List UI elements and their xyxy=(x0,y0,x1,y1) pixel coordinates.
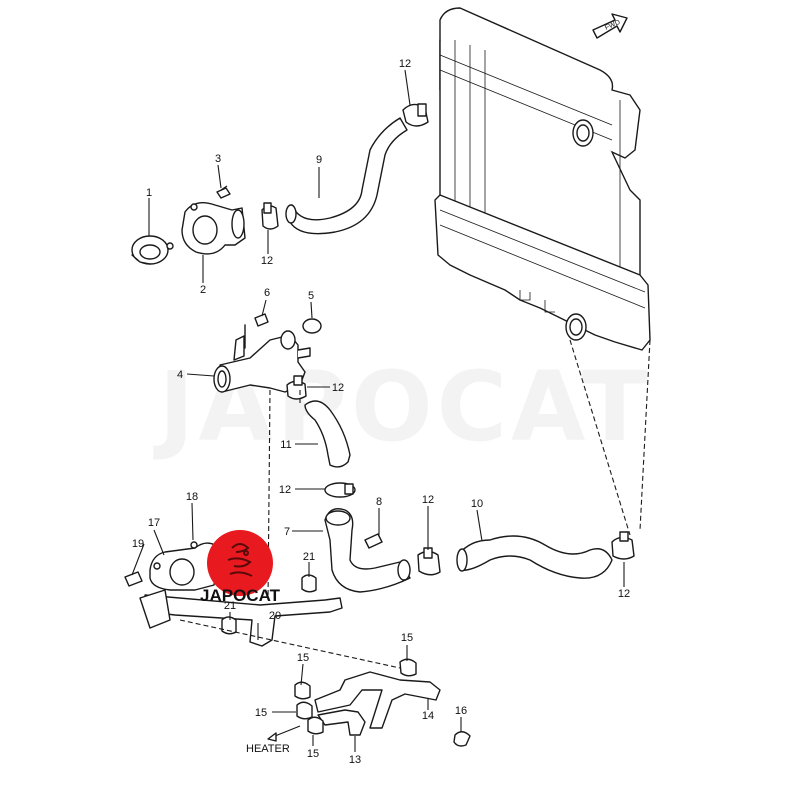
callout-4: 4 xyxy=(177,369,183,381)
callout-12-hose-11: 12 xyxy=(279,484,291,496)
hose-clamp-21-upper xyxy=(301,574,317,593)
callout-19: 19 xyxy=(132,538,144,550)
bolt-19 xyxy=(124,571,143,587)
bolt-3 xyxy=(216,185,231,199)
callout-6: 6 xyxy=(264,287,270,299)
hose-clamp-15-b xyxy=(294,681,311,700)
callout-17: 17 xyxy=(148,517,160,529)
callout-16: 16 xyxy=(455,705,467,717)
water-pipe-7 xyxy=(324,508,411,593)
hose-clamp-upper xyxy=(402,103,429,127)
callout-12-outlet: 12 xyxy=(332,382,344,394)
hose-clamp-21-lower xyxy=(221,616,237,635)
hose-clamp-10-right xyxy=(611,531,635,560)
hose-clamp-7 xyxy=(417,547,441,576)
callout-2: 2 xyxy=(200,284,206,296)
clamp-16 xyxy=(453,731,471,747)
hose-clamp-11-lower xyxy=(324,482,356,498)
callout-9: 9 xyxy=(316,154,322,166)
hose-clamp-15-a xyxy=(399,658,417,677)
callout-11: 11 xyxy=(280,439,291,451)
fwd-arrow-icon: FWD xyxy=(592,13,628,39)
heater-hose-13 xyxy=(317,709,366,736)
thermostat xyxy=(131,235,174,265)
upper-hose-9 xyxy=(285,117,408,235)
water-outlet-pipe xyxy=(213,324,311,393)
bolt-8 xyxy=(364,533,383,549)
lower-hose-10 xyxy=(456,535,613,579)
callout-12-hose-9: 12 xyxy=(261,255,273,267)
callout-1: 1 xyxy=(146,187,152,199)
callout-7: 7 xyxy=(284,526,290,538)
hose-clamp-15-c xyxy=(296,701,313,720)
callout-5: 5 xyxy=(308,290,314,302)
callouts: 1 2 3 4 5 6 7 8 9 10 11 12 12 12 12 12 1… xyxy=(132,58,630,766)
water-inlet-cover xyxy=(149,541,219,591)
hose-clamp-mid xyxy=(286,375,307,400)
callout-15-b: 15 xyxy=(297,652,309,664)
hose-clamp-9-left xyxy=(261,202,279,230)
callout-12-hose-10: 12 xyxy=(618,588,630,600)
radiator xyxy=(434,7,651,351)
logo-emblem-icon xyxy=(227,543,253,577)
callout-12-radiator: 12 xyxy=(399,58,411,70)
callout-15-a: 15 xyxy=(401,632,413,644)
heater-note: HEATER xyxy=(246,743,290,755)
logo-badge xyxy=(207,530,273,596)
heater-hose-14 xyxy=(314,671,441,729)
callout-21-upper: 21 xyxy=(303,551,315,563)
callout-15-c: 15 xyxy=(255,707,267,719)
callout-15-d: 15 xyxy=(307,748,319,760)
callout-12-pipe-7: 12 xyxy=(422,494,434,506)
thermostat-cover xyxy=(181,202,246,255)
heater-pipe-20 xyxy=(139,589,343,647)
callout-10: 10 xyxy=(471,498,483,510)
callout-8: 8 xyxy=(376,496,382,508)
callout-3: 3 xyxy=(215,153,221,165)
japocat-logo: JAPOCAT xyxy=(200,530,281,605)
callout-14: 14 xyxy=(422,710,434,722)
hose-clamp-15-d xyxy=(307,716,324,735)
callout-20: 20 xyxy=(269,610,281,622)
o-ring-5 xyxy=(302,318,322,334)
callout-18: 18 xyxy=(186,491,198,503)
callout-21-lower: 21 xyxy=(224,600,236,612)
logo-text: JAPOCAT xyxy=(200,586,281,605)
callout-13: 13 xyxy=(349,754,361,766)
leader-lines xyxy=(131,69,651,752)
hose-11 xyxy=(304,400,351,468)
